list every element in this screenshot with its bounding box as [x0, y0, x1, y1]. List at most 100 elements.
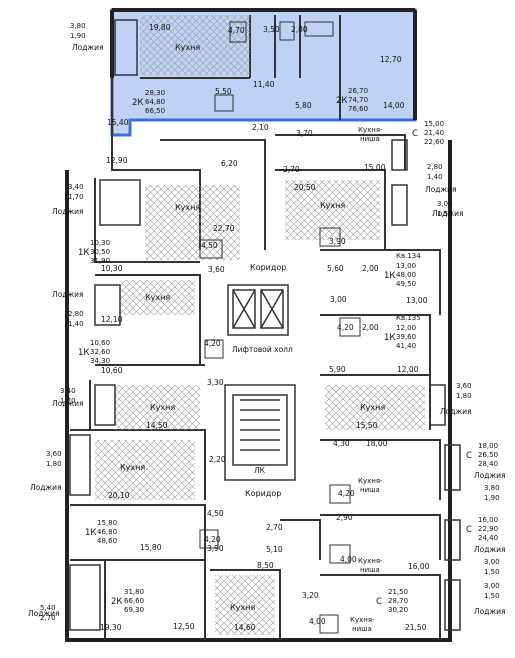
s_mid1-area-1: 18,00 [478, 442, 498, 450]
room-area-r4_50b: 4,50 [207, 509, 224, 518]
loggia-label-3: Лоджия [52, 290, 84, 299]
corridor-label-2: Коридор [245, 489, 281, 498]
loggia-label-6: Лоджия [28, 609, 60, 618]
bath-fixtures [199, 21, 361, 634]
s_bottom-rooms: С [376, 597, 382, 607]
room-area-r21_50: 21,50 [405, 623, 427, 632]
loggia-label-11: Лоджия [474, 545, 506, 554]
s_mid1-area-2: 26,50 [478, 451, 498, 459]
room-area-r5_60: 5,60 [327, 264, 344, 273]
kv135-area-3: 41,40 [396, 342, 416, 350]
balcony-r2-area: 3,00 [437, 200, 453, 208]
balcony-r3-area: 3,60 [456, 382, 472, 390]
a2k_top-rooms: 2К [336, 96, 347, 106]
loggia-label-4: Лоджия [52, 399, 84, 408]
lift-hall-label: Лифтовой холл [232, 345, 293, 354]
kitchen-niche-sub-1: ниша [360, 135, 380, 143]
outer-walls [65, 8, 452, 642]
s_mid1-rooms: С [466, 451, 472, 461]
room-area-r15_80: 15,80 [140, 543, 162, 552]
s_top-area-1: 15,00 [424, 120, 444, 128]
kitchen-label-8: Кухня [230, 603, 255, 612]
room-area-r3_50: 3,50 [263, 25, 280, 34]
room-area-r4_20a: 4,20 [204, 339, 221, 348]
room-area-r12_10: 12,10 [101, 315, 123, 324]
balcony-l1-reduced: 1,90 [70, 32, 86, 40]
interior-walls [70, 15, 441, 640]
s_bottom-area-1: 21,50 [388, 588, 408, 596]
a1k_lower-area-2: 46,80 [97, 528, 117, 536]
s_mid2-area-3: 24,40 [478, 534, 498, 542]
kv135-rooms: 1К [384, 333, 395, 343]
balcony-r5-reduced: 1,50 [484, 568, 500, 576]
balcony-r2-reduced: 1,50 [437, 210, 453, 218]
kitchen-niche-label-1: Кухня- [358, 126, 383, 134]
room-area-r2_70a: 2,70 [283, 165, 300, 174]
balcony-r4-area: 3,80 [484, 484, 500, 492]
loggia-label-7: Лоджия [425, 185, 457, 194]
kitchen-label-6: Кухня [360, 403, 385, 412]
kv134-area-2: 48,00 [396, 271, 416, 279]
kv134-area-1: 13,00 [396, 262, 416, 270]
room-area-r4_20c: 4,20 [338, 489, 355, 498]
a1k_lower-area-3: 48,60 [97, 537, 117, 545]
room-area-r2_70b: 2,70 [266, 523, 283, 532]
a2k_top-area-3: 76,60 [348, 105, 368, 113]
s_mid2-area-1: 16,00 [478, 516, 498, 524]
room-area-r3_90b: 3,90 [207, 544, 224, 553]
room-area-r5_10: 5,10 [266, 545, 283, 554]
room-area-r11_40: 11,40 [253, 80, 275, 89]
a2k_upper_left-area-1: 28,30 [145, 89, 165, 97]
balcony-l6-reduced: 2,70 [40, 614, 56, 622]
kitchen-niche-sub-3: ниша [360, 566, 380, 574]
loggia-label-8: Лоджия [432, 209, 464, 218]
room-area-r12_70a: 12,70 [380, 55, 402, 64]
loggia-label-2: Лоджия [52, 207, 84, 216]
room-area-r10_30: 10,30 [101, 264, 123, 273]
kitchen-label-2: Кухня [175, 203, 200, 212]
room-area-r2_00a: 2,00 [362, 264, 379, 273]
kitchen-label-4: Кухня [145, 293, 170, 302]
a2k_bottom-area-3: 69,30 [124, 606, 144, 614]
a1k_upper-area-3: 31,90 [90, 257, 110, 265]
room-area-r4_50a: 4,50 [201, 241, 218, 250]
balcony-r4-reduced: 1,90 [484, 494, 500, 502]
a1k_upper-area-2: 30,50 [90, 248, 110, 256]
balcony-l4-area: 3,40 [60, 387, 76, 395]
room-area-r14_50: 14,50 [146, 421, 168, 430]
room-area-r4_30: 4,30 [333, 439, 350, 448]
kitchen-niche-label-4: Кухня- [350, 616, 375, 624]
room-area-r20_10: 20,10 [108, 491, 130, 500]
room-area-r13_00: 13,00 [406, 296, 428, 305]
a1k_lower-rooms: 1К [85, 528, 96, 538]
balcony-l5-area: 3,60 [46, 450, 62, 458]
s_mid2-area-2: 22,90 [478, 525, 498, 533]
room-area-r5_90: 5,90 [329, 365, 346, 374]
room-area-r20_50: 20,50 [294, 183, 316, 192]
room-area-r2_80a: 2,80 [291, 25, 308, 34]
a1k_upper-rooms: 1К [78, 248, 89, 258]
room-area-r3_00: 3,00 [330, 295, 347, 304]
kv134-name: Кв.134 [396, 252, 421, 260]
balcony-l5-reduced: 1,80 [46, 460, 62, 468]
kv134-rooms: 1К [384, 271, 395, 281]
balcony-l2-area: 3,40 [68, 183, 84, 191]
room-area-r12_90: 12,90 [106, 156, 128, 165]
kitchen-label-3: Кухня [320, 201, 345, 210]
kv135-area-1: 12,00 [396, 324, 416, 332]
balcony-l4-reduced: 1,70 [60, 397, 76, 405]
room-area-r4_00b: 4,00 [309, 617, 326, 626]
room-area-r2_20: 2,20 [209, 455, 226, 464]
kitchen-label-5: Кухня [150, 403, 175, 412]
balcony-l3-area: 2,80 [68, 310, 84, 318]
room-area-r15_50: 15,50 [356, 421, 378, 430]
lk-label: ЛК [254, 466, 266, 475]
loggia-label-5: Лоджия [30, 483, 62, 492]
room-area-r15_40: 15,40 [107, 118, 129, 127]
balcony-l6-area: 5,40 [40, 604, 56, 612]
a1k_mid-area-1: 10,60 [90, 339, 110, 347]
a2k_upper_left-rooms: 2К [132, 98, 143, 108]
room-area-r18_00: 18,00 [366, 439, 388, 448]
room-area-r16_00: 16,00 [408, 562, 430, 571]
